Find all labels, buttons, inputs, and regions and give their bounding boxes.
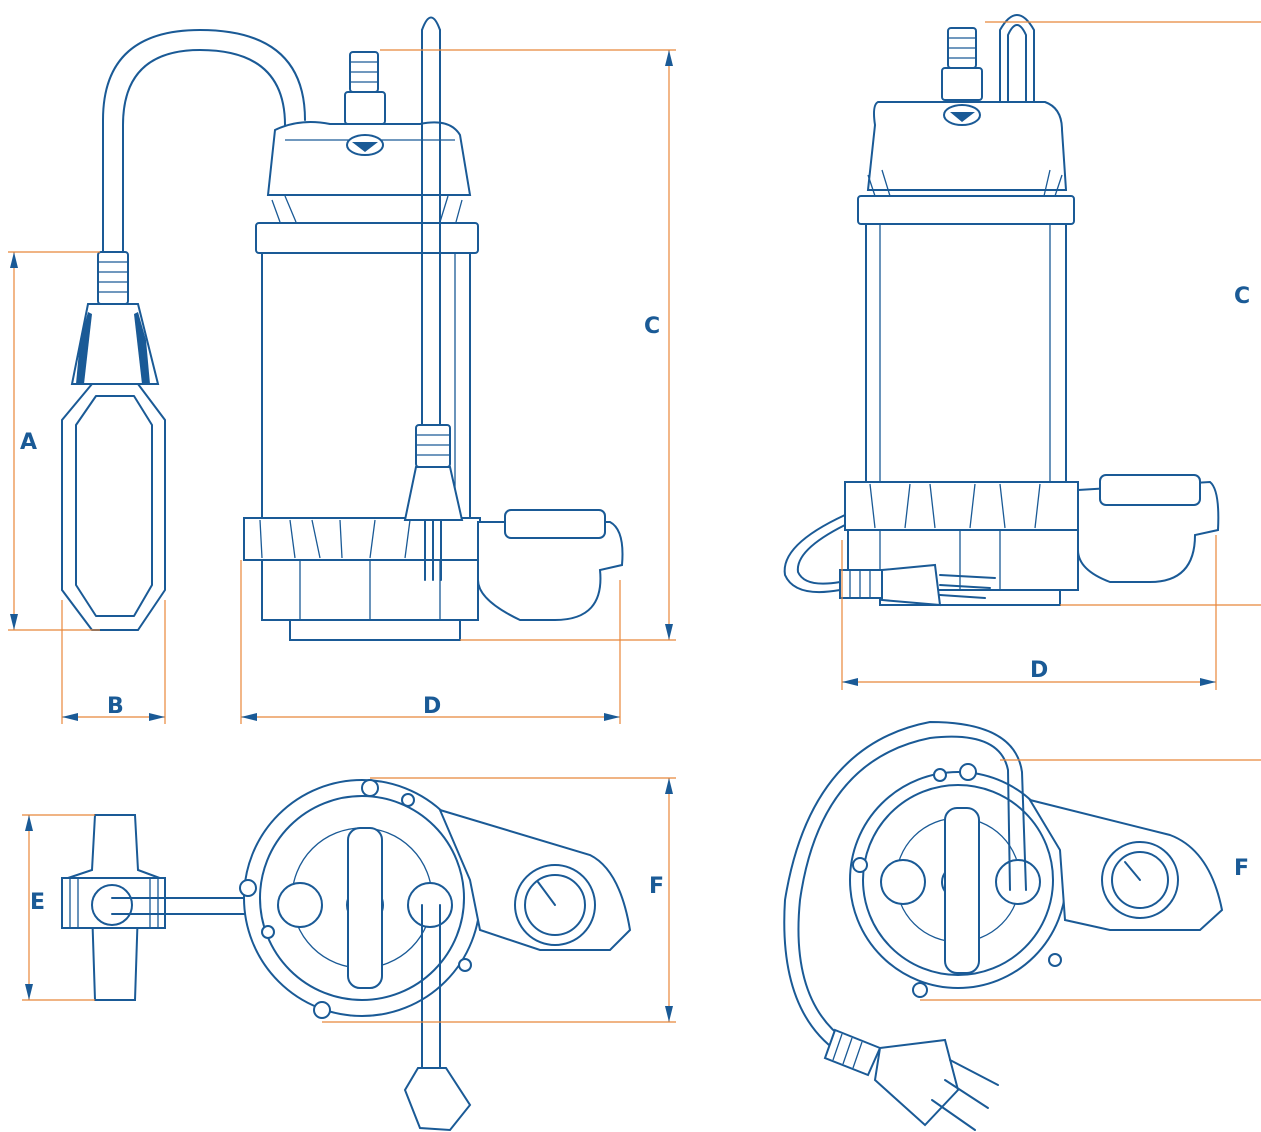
dimension-label-a: A (20, 430, 38, 455)
top-view-with-float (22, 777, 676, 1132)
float-switch (61, 251, 166, 631)
dimension-label-e: E (30, 890, 46, 915)
dimension-label-f-left: F (649, 874, 665, 899)
pump-body-front (243, 16, 624, 641)
front-view-with-float (8, 16, 676, 724)
top-view-with-power-cable (783, 721, 1261, 1131)
dimension-lines-front (8, 49, 676, 724)
dimension-label-c-front: C (644, 314, 661, 339)
dimension-label-b: B (107, 694, 124, 719)
dimension-label-d-side: D (1030, 658, 1049, 683)
dimension-lines-top-right (920, 759, 1261, 1001)
dimension-label-c-side: C (1234, 284, 1251, 309)
dimension-label-f-right: F (1234, 856, 1250, 881)
dimension-label-d-front: D (423, 694, 442, 719)
dimension-lines-side (841, 21, 1261, 690)
dimension-lines-top-left (22, 777, 676, 1023)
side-view-with-power-cable (783, 14, 1261, 690)
